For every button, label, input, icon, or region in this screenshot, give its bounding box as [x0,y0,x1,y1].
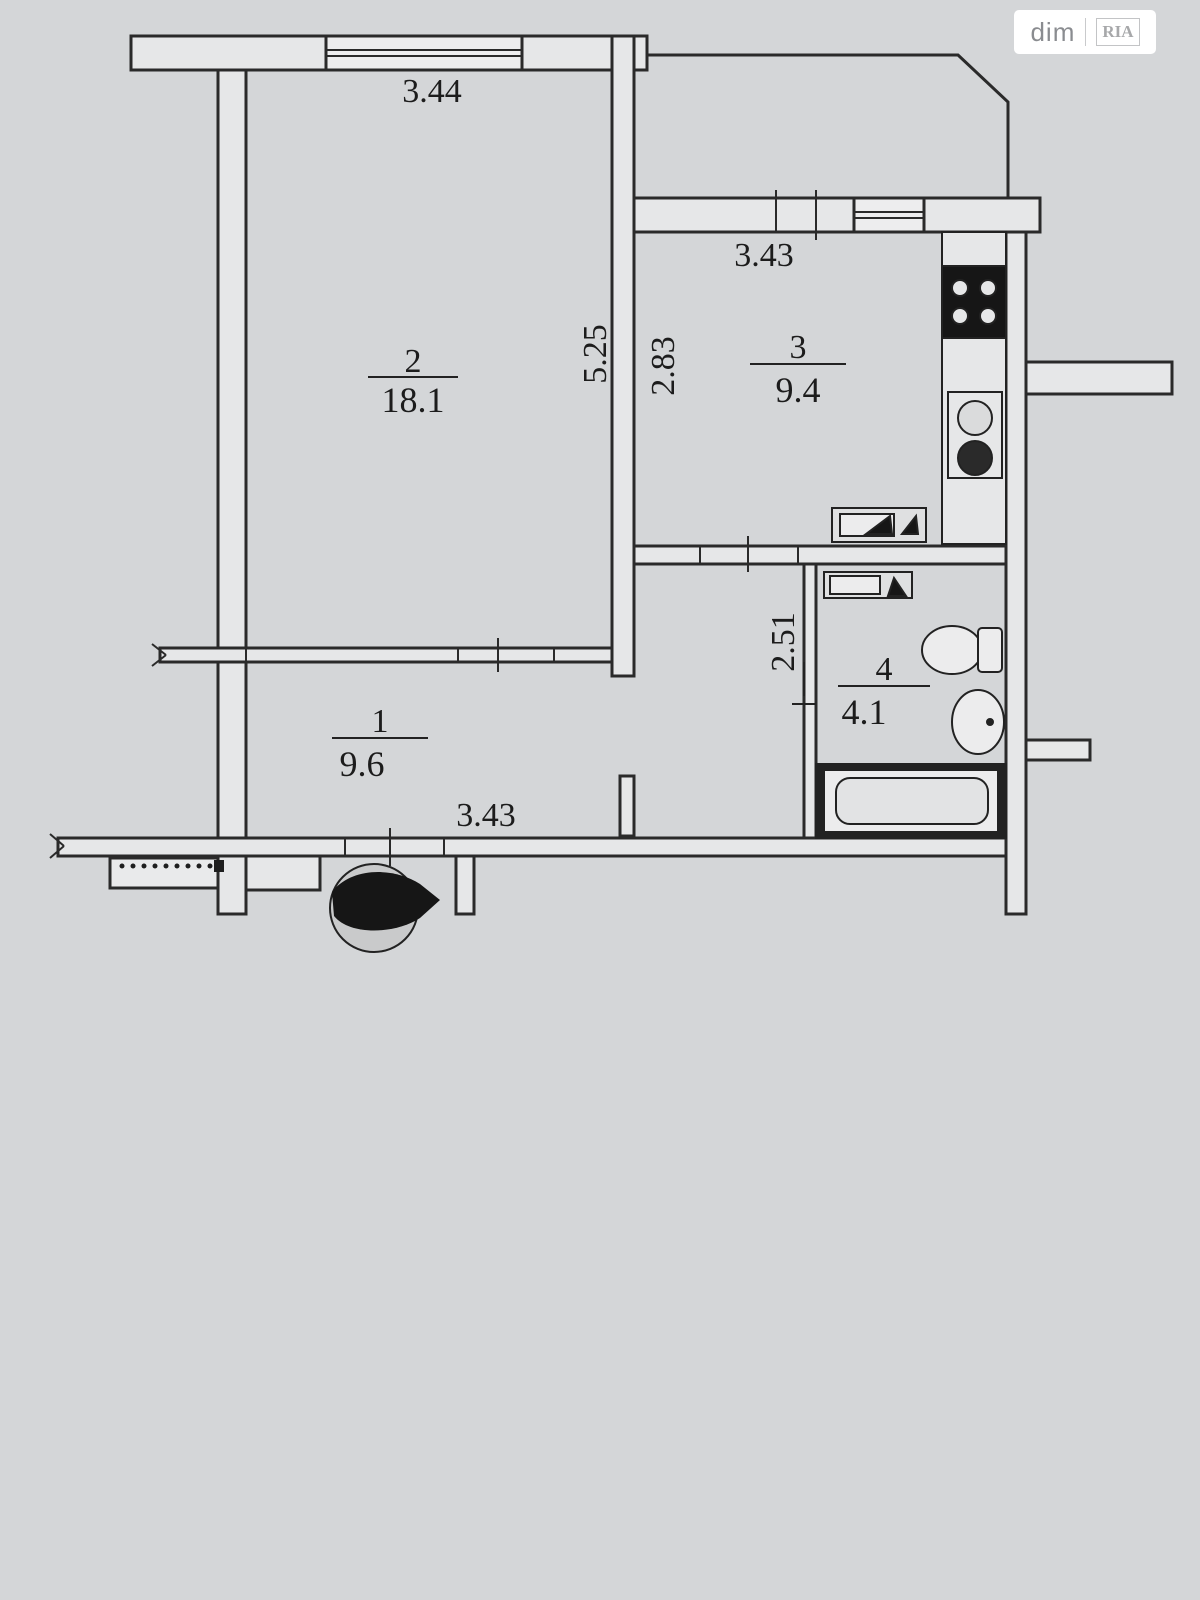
watermark-divider [1085,18,1087,46]
room-area: 9.6 [340,744,385,784]
wall-right-stub [1024,360,1174,396]
room-label-3: 3 9.4 [750,329,846,410]
wall-room2-bottom [158,646,614,664]
room-area: 18.1 [382,380,445,420]
bathtub-icon [815,763,1007,839]
dimension-kitchen-length: 2.83 [645,336,682,396]
dimension-room2-width: 3.44 [402,73,462,110]
room-label-4: 4 4.1 [838,651,930,732]
watermark-logo: dim RIA [1014,10,1156,54]
window-top [324,34,524,72]
wall-right-stub-lower [1024,738,1092,762]
wall-stub-b [244,854,322,892]
wall-left [216,68,248,916]
wall-bottom [56,836,1008,858]
room-number: 2 [405,343,422,380]
room-number: 4 [876,651,893,688]
watermark-partner: RIA [1096,18,1140,46]
wall-kitchen-top [632,196,1042,234]
room-label-1: 1 9.6 [332,703,428,784]
wall-bath-left [802,562,818,842]
dimension-hall-width: 3.43 [456,797,516,834]
bath-sink-icon [823,571,913,599]
room-number: 1 [372,703,389,740]
room-number: 3 [790,329,807,366]
entrance-marker [329,863,440,953]
wall-room2-kitchen [610,34,636,678]
wall-right [1004,230,1028,916]
stove-icon [941,265,1007,339]
toilet-icon [921,625,1003,675]
wall-stub-a [454,854,476,916]
wall-kitchen-bottom [632,544,1008,566]
room-area: 9.4 [776,370,821,410]
dimension-bath-length: 2.51 [765,612,802,672]
dimension-kitchen-width: 3.43 [734,237,794,274]
watermark-brand: dim [1030,16,1076,47]
window-kitchen [852,196,926,234]
washing-machine-icon [947,391,1003,479]
kitchen-sink-icon [831,507,927,543]
room-area: 4.1 [842,692,887,732]
basin-icon [951,689,1005,755]
balcony [647,53,1010,198]
room-label-2: 2 18.1 [368,343,458,420]
radiator-icon [108,856,220,890]
dimension-room2-length: 5.25 [577,324,614,384]
wall-hall-stub [618,774,636,838]
